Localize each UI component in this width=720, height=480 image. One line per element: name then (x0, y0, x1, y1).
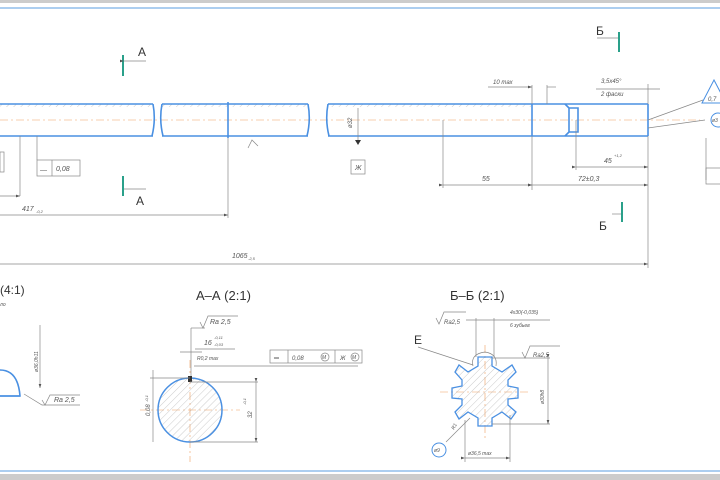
section-bb-callout: ø9 (434, 448, 440, 454)
detail-view-roughness: Ra 2,5 (54, 397, 75, 404)
right-callouts: 0,7 ø3 (647, 78, 720, 185)
detail-view-dim: ø36,0h11 (34, 351, 40, 372)
main-view-tolerance-frame-symbol: — (39, 167, 48, 174)
main-view-callout: ø3 (712, 118, 718, 124)
main-view-dims-d10max: 10 max (493, 80, 514, 86)
top-border (0, 0, 720, 3)
section-marker-b-top: Б (596, 24, 620, 52)
section-bb: Б–Б (2:1) E Ra2,5 4х30(-0,035) 6 зубьев … (414, 288, 560, 462)
main-view-section-a-label: A (138, 45, 146, 59)
section-aa-dim-left: 0,08 (146, 404, 152, 416)
section-aa-key-tol-lower: -0,03 (214, 342, 224, 347)
main-view-dims-d45-tol: +1,2 (614, 153, 623, 158)
dimension-55: 55 (438, 120, 533, 190)
detail-view: (4:1) ло ø36,0h11 Ra 2,5 (0, 283, 80, 406)
section-aa-frame-datum: Ж (339, 356, 346, 362)
section-aa-frame-symbol: ═ (273, 355, 279, 362)
detail-view-note: ло (0, 302, 6, 308)
main-view-dims-d1065: 1065 (232, 253, 248, 260)
section-aa-dim-left-tol: -0,1 (144, 395, 149, 402)
main-view-tolerance-frame-value: 0,08 (56, 166, 70, 173)
dimension-1065: 1065 -2,5 (0, 136, 649, 268)
main-view-datum-frame: Ж (354, 165, 362, 172)
main-view-dims-d45: 45 (604, 158, 612, 165)
main-view-dims-d417-tol: -0,2 (36, 209, 44, 214)
section-aa-roughness: Ra 2,5 (210, 319, 231, 326)
section-marker-a-bottom: A (122, 176, 146, 208)
chamfer-note: 3,5х45° 2 фаски (596, 79, 660, 104)
straightness-tolerance-frame: — 0,08 (36, 136, 81, 177)
section-aa-dim-right-tol: -0,1 (242, 398, 247, 405)
section-aa: А–А (2:1) Ra 2,5 16 -0,11 -0,03 R0,2 max… (140, 288, 363, 462)
main-view-section-b-label: Б (596, 24, 604, 38)
shaft-main-view (0, 102, 700, 138)
section-bb-roughness-1: Ra2,5 (444, 320, 461, 326)
section-aa-title: А–А (2:1) (196, 288, 251, 303)
main-view-dims-d1065-tol: -2,5 (248, 256, 256, 261)
spline-cross-section (451, 356, 519, 427)
dimension-72: 72±0,3 (527, 176, 648, 187)
section-bb-title: Б–Б (2:1) (450, 288, 505, 303)
section-marker-b-bottom: Б (599, 202, 623, 233)
section-aa-key-width: 16 (204, 340, 212, 347)
section-aa-key-depth: R0,2 max (197, 356, 219, 362)
main-view-section-a-label: A (136, 194, 144, 208)
main-view-dims-chamfer: 3,5х45° (601, 79, 622, 85)
position-tolerance-frame: ═ 0,08 М Ж М (269, 349, 363, 364)
datum-frame-zh: Ж ø32 (348, 108, 366, 175)
section-bb-label-e: E (414, 333, 422, 347)
section-aa-key-tol-upper: -0,11 (214, 335, 223, 340)
section-bb-dim-right: ø30h8 (540, 390, 546, 404)
section-aa-dim-right: 32 (248, 411, 254, 418)
section-aa-frame-mod1: М (322, 355, 327, 361)
main-view-roughness-label: 0,7 (708, 97, 717, 103)
section-aa-frame-mod2: М (352, 355, 357, 361)
detail-view-title: (4:1) (0, 283, 25, 297)
main-view-dims-d55: 55 (482, 176, 490, 183)
main-view-dims-chamfer-note: 2 фаски (600, 92, 624, 98)
partial-frame-left (0, 151, 5, 173)
section-bb-dim-bottom: ø36,5 max (468, 451, 492, 457)
section-bb-spline-note: 6 зубьев (510, 323, 530, 329)
shaft-cross-section (157, 377, 223, 443)
main-view-dims-d72: 72±0,3 (578, 176, 599, 183)
section-aa-frame-value: 0,08 (292, 356, 304, 362)
main-view-diameter-label: ø32 (348, 117, 354, 128)
bottom-border (0, 474, 720, 480)
dimension-45: 45 +1,2 (571, 120, 648, 170)
roughness-mark (247, 139, 259, 149)
section-bb-spline-dim: 4х30(-0,035) (510, 310, 539, 316)
dimension-10-max: 10 max (488, 80, 556, 104)
section-bb-dim-r: R1 (451, 422, 460, 431)
section-marker-a-top: A (119, 45, 146, 76)
section-bb-roughness-2: Ra2,5 (533, 353, 550, 359)
main-view-section-b-label: Б (599, 219, 607, 233)
dimension-417: 417 -0,2 (0, 136, 229, 218)
main-view-dims-d417: 417 (22, 206, 35, 213)
